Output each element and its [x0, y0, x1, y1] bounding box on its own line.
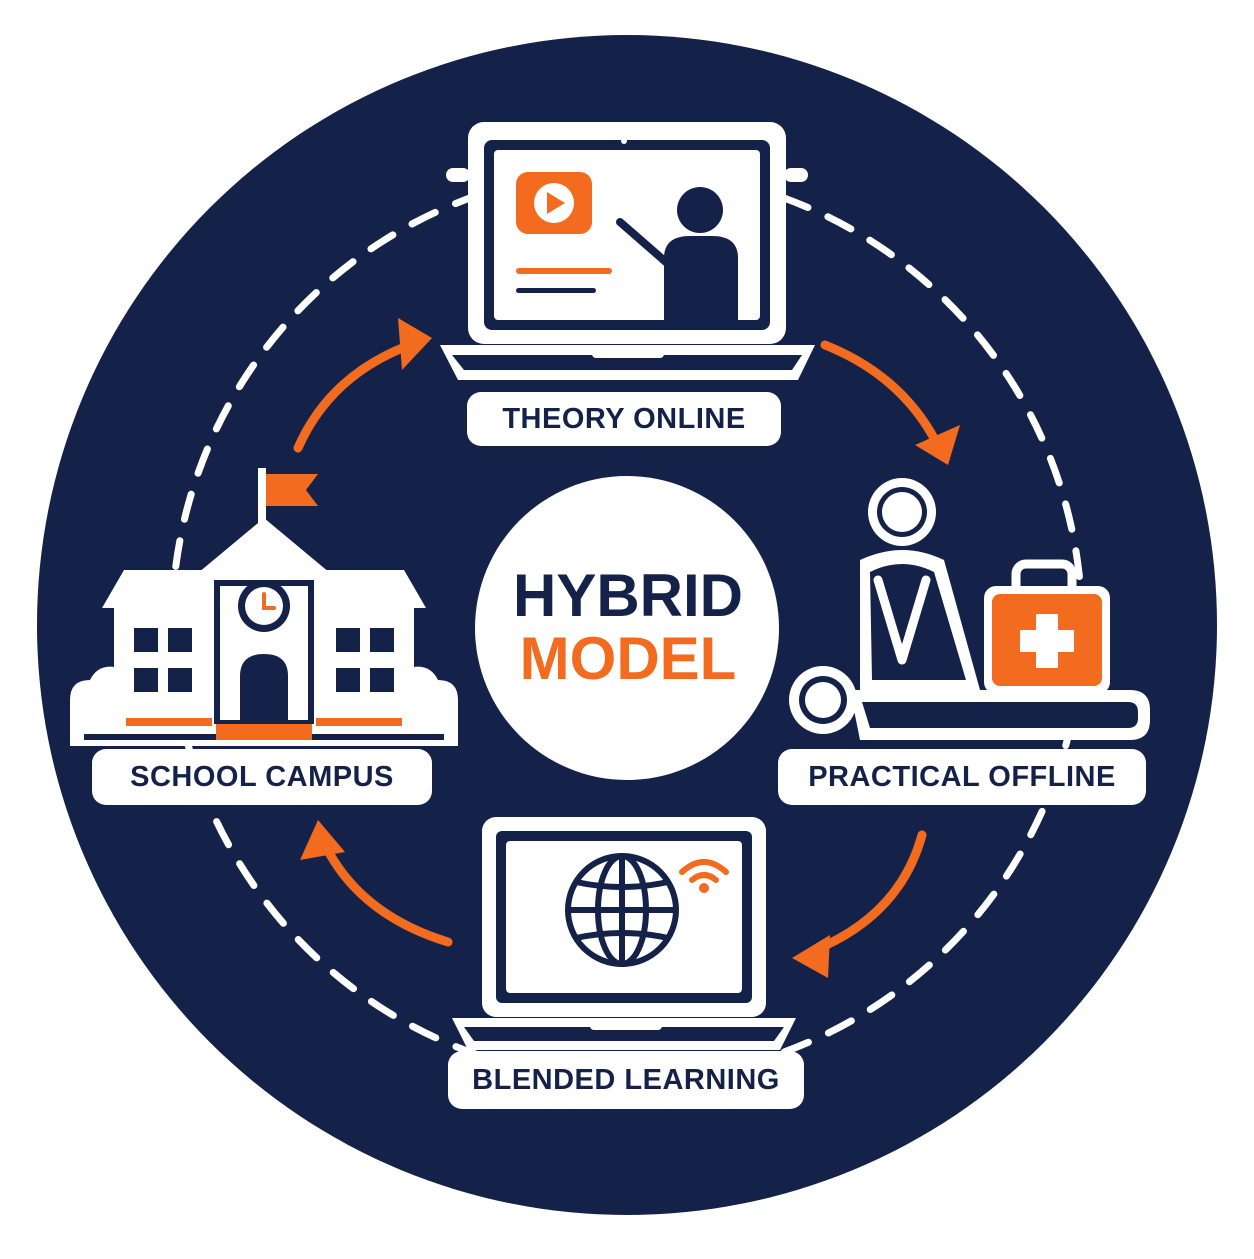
center-circle: [475, 476, 779, 780]
laptop-globe-wifi-icon: [452, 817, 796, 1050]
stage-label-theory-online: THEORY ONLINE: [467, 392, 781, 446]
arrow-heads: [300, 318, 960, 978]
center-title-line2: MODEL: [519, 625, 737, 692]
arrow-left-to-top: [293, 340, 415, 453]
stage-label-school-campus: SCHOOL CAMPUS: [92, 749, 432, 805]
arrow-bottom-to-left: [320, 840, 453, 947]
center-title-line1: HYBRID: [512, 562, 743, 629]
laptop-video-lesson-icon: [440, 122, 815, 380]
arrow-right-to-bottom: [810, 830, 927, 955]
arrow-head-top: [398, 318, 432, 370]
arrow-head-right: [915, 425, 960, 465]
school-building-icon: [70, 468, 458, 746]
cycle-arrows: [293, 340, 940, 955]
stage-label-practical-offline: PRACTICAL OFFLINE: [778, 749, 1146, 805]
cpr-first-aid-icon: [789, 478, 1150, 740]
center-title: HYBRID MODEL: [469, 477, 787, 777]
arrow-head-left: [300, 820, 345, 860]
arrow-top-to-right: [820, 340, 940, 445]
arrow-head-bottom: [792, 935, 830, 978]
stage-label-blended-learning: BLENDED LEARNING: [448, 1051, 804, 1109]
